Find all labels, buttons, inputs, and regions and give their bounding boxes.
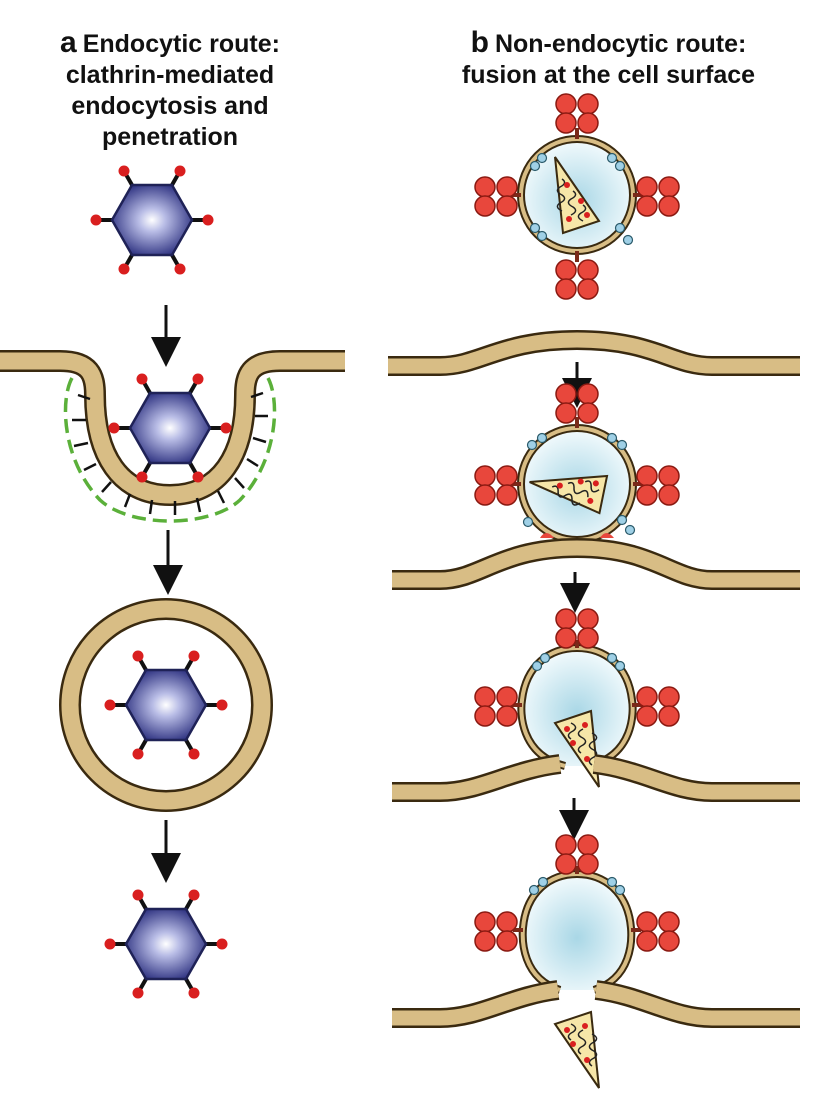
plasma-membrane-3 (392, 754, 800, 802)
released-capsid-icon (102, 887, 230, 1001)
panel-b-letter: b (470, 26, 489, 59)
plasma-membrane-2 (392, 537, 800, 590)
panel-b-title-line-1: Non-endocytic route: (494, 30, 747, 58)
free-capsid-icon (88, 163, 216, 277)
fused-envelope-icon (474, 834, 680, 994)
plasma-membrane-1 (388, 329, 800, 376)
fusing-virus-icon (474, 608, 680, 788)
released-nucleocapsid-icon (554, 1011, 600, 1089)
pit-capsid-icon (106, 371, 234, 485)
panel-a-title-line-4: penetration (101, 123, 239, 151)
panel-a-letter: a (60, 26, 77, 59)
panel-a-title-line-2: clathrin-mediated (65, 61, 275, 89)
panel-b-title-line-2: fusion at the cell surface (461, 61, 756, 89)
panel-a-title-line-3: endocytosis and (71, 92, 269, 120)
plasma-membrane-4 (392, 980, 800, 1028)
vesicle-capsid-icon (102, 648, 230, 762)
enveloped-virus-icon (474, 93, 680, 300)
clathrin-pit (0, 350, 345, 523)
docking-virus-icon (474, 383, 680, 544)
endocytic-vesicle (59, 598, 273, 812)
panel-a-title-line-1: Endocytic route: (82, 30, 280, 58)
